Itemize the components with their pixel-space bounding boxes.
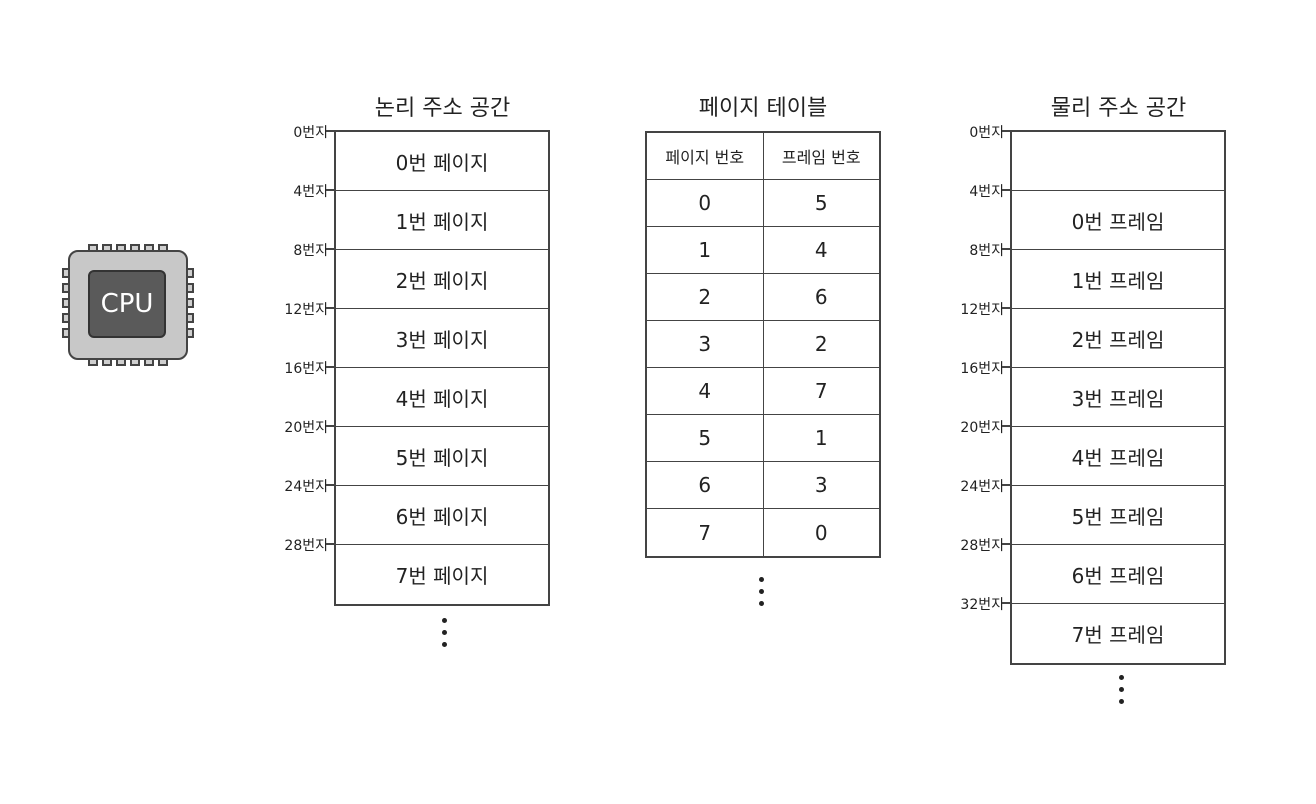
cpu-body: CPU bbox=[68, 250, 188, 360]
logical-address-tick bbox=[326, 248, 336, 250]
physical-row: 2번 프레임 bbox=[1012, 309, 1224, 368]
logical-address-label: 4번지 bbox=[293, 184, 328, 200]
page-number-cell: 5 bbox=[647, 415, 764, 461]
physical-address-tick bbox=[1002, 425, 1012, 427]
physical-row: 7번 프레임 bbox=[1071, 623, 1165, 647]
physical-address-tick bbox=[1002, 602, 1012, 604]
logical-row: 5번 페이지 bbox=[336, 427, 548, 486]
physical-row: 6번 프레임 bbox=[1012, 545, 1224, 604]
logical-row: 6번 페이지 bbox=[336, 486, 548, 545]
physical-address-label: 28번지 bbox=[960, 538, 1004, 554]
logical-row: 4번 페이지 bbox=[336, 368, 548, 427]
logical-address-tick bbox=[326, 307, 336, 309]
frame-number-header: 프레임 번호 bbox=[781, 148, 861, 167]
cpu-label: CPU bbox=[88, 270, 166, 338]
cpu-chip: CPU bbox=[62, 244, 194, 366]
logical-address-tick bbox=[326, 366, 336, 368]
frame-number-cell: 0 bbox=[814, 520, 828, 545]
physical-address-label: 24번지 bbox=[960, 479, 1004, 495]
physical-address-tick bbox=[1002, 543, 1012, 545]
logical-address-label: 8번지 bbox=[293, 243, 328, 259]
physical-row: 1번 프레임 bbox=[1012, 250, 1224, 309]
logical-address-tick bbox=[326, 543, 336, 545]
logical-row: 0번 페이지 bbox=[336, 132, 548, 191]
page-number-cell: 4 bbox=[647, 368, 764, 414]
logical-address-tick bbox=[326, 130, 336, 132]
physical-row: 4번 프레임 bbox=[1012, 427, 1224, 486]
physical-address-label: 8번지 bbox=[969, 243, 1004, 259]
physical-address-tick bbox=[1002, 189, 1012, 191]
physical-address-label: 20번지 bbox=[960, 420, 1004, 436]
physical-address-tick bbox=[1002, 307, 1012, 309]
page-table-title: 페이지 테이블 bbox=[698, 96, 828, 121]
logical-row: 3번 페이지 bbox=[336, 309, 548, 368]
logical-address-label: 24번지 bbox=[284, 479, 328, 495]
physical-space-title: 물리 주소 공간 bbox=[1050, 96, 1187, 121]
logical-space-title: 논리 주소 공간 bbox=[374, 96, 511, 121]
frame-number-cell: 2 bbox=[814, 332, 828, 356]
frame-number-cell: 3 bbox=[814, 473, 828, 497]
page-table-header: 페이지 번호 프레임 번호 bbox=[647, 133, 879, 180]
physical-address-label: 32번지 bbox=[960, 597, 1004, 613]
physical-row: 5번 프레임 bbox=[1012, 486, 1224, 545]
physical-row bbox=[1012, 132, 1224, 191]
logical-address-label: 0번지 bbox=[293, 125, 328, 141]
logical-address-tick bbox=[326, 425, 336, 427]
physical-row: 3번 프레임 bbox=[1012, 368, 1224, 427]
physical-address-tick bbox=[1002, 484, 1012, 486]
page-number-cell: 2 bbox=[647, 274, 764, 320]
logical-row: 2번 페이지 bbox=[336, 250, 548, 309]
logical-address-tick bbox=[326, 484, 336, 486]
logical-address-label: 20번지 bbox=[284, 420, 328, 436]
logical-continuation-dots bbox=[442, 618, 447, 647]
physical-address-label: 0번지 bbox=[969, 125, 1004, 141]
logical-row: 1번 페이지 bbox=[336, 191, 548, 250]
physical-row: 0번 프레임 bbox=[1012, 191, 1224, 250]
page-number-cell: 6 bbox=[647, 462, 764, 508]
page-number-header: 페이지 번호 bbox=[647, 133, 764, 179]
page-number-cell: 3 bbox=[647, 321, 764, 367]
physical-address-label: 4번지 bbox=[969, 184, 1004, 200]
physical-address-tick bbox=[1002, 130, 1012, 132]
frame-number-cell: 6 bbox=[814, 285, 828, 309]
logical-address-label: 28번지 bbox=[284, 538, 328, 554]
page-number-cell: 1 bbox=[647, 227, 764, 273]
page-number-cell: 7 bbox=[647, 509, 764, 556]
frame-number-cell: 4 bbox=[814, 238, 828, 262]
physical-address-label: 16번지 bbox=[960, 361, 1004, 377]
page-number-cell: 0 bbox=[647, 180, 764, 226]
logical-row: 7번 페이지 bbox=[395, 564, 489, 588]
logical-address-label: 12번지 bbox=[284, 302, 328, 318]
physical-address-tick bbox=[1002, 366, 1012, 368]
page-table-continuation-dots bbox=[759, 577, 764, 606]
frame-number-cell: 5 bbox=[814, 191, 828, 215]
physical-address-label: 12번지 bbox=[960, 302, 1004, 318]
frame-number-cell: 1 bbox=[814, 426, 828, 450]
frame-number-cell: 7 bbox=[814, 379, 828, 403]
logical-address-tick bbox=[326, 189, 336, 191]
logical-address-label: 16번지 bbox=[284, 361, 328, 377]
physical-address-tick bbox=[1002, 248, 1012, 250]
physical-continuation-dots bbox=[1119, 675, 1124, 704]
